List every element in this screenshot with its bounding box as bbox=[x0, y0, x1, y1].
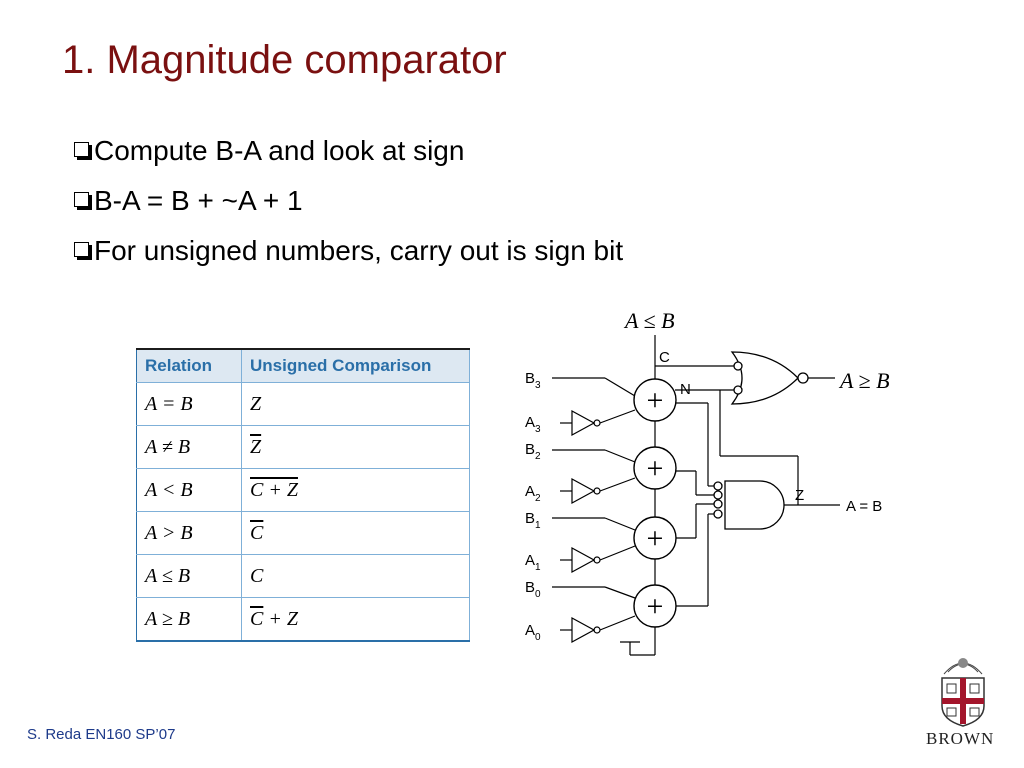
bullet-text: For unsigned numbers, carry out is sign … bbox=[94, 235, 624, 266]
comparison-cell: C + Z bbox=[241, 468, 470, 512]
checkbox-bullet-icon bbox=[74, 191, 89, 207]
adder-1 bbox=[633, 516, 677, 560]
comparison-cell: C + Z bbox=[241, 597, 470, 642]
comparison-table: Relation Unsigned Comparison A = B Z A ≠… bbox=[136, 348, 470, 642]
bullet-item: B-A = B + ~A + 1 bbox=[74, 176, 623, 226]
table-row: A = B Z bbox=[136, 382, 470, 426]
comparison-cell: C bbox=[241, 511, 470, 555]
brown-logo-text: BROWN bbox=[926, 729, 995, 748]
eq-label: A = B bbox=[846, 498, 882, 515]
relation-cell: A ≥ B bbox=[136, 597, 242, 642]
a1-label: A1 bbox=[525, 552, 541, 573]
slide-title: 1. Magnitude comparator bbox=[62, 38, 507, 82]
checkbox-bullet-icon bbox=[74, 141, 89, 157]
c-label: C bbox=[659, 349, 670, 366]
comparator-circuit: + + + + A ≤ B A ≥ B C N Z A = B B3 A3 B2… bbox=[525, 308, 890, 656]
adder-plus: + bbox=[647, 522, 664, 555]
b1-label: B1 bbox=[525, 510, 541, 531]
table-row: A > B C bbox=[136, 511, 470, 555]
adder-plus: + bbox=[647, 590, 664, 623]
b0-label: B0 bbox=[525, 579, 541, 600]
header-relation: Relation bbox=[136, 348, 242, 383]
comparison-cell: Z bbox=[241, 425, 470, 469]
footer-text: S. Reda EN160 SP’07 bbox=[27, 726, 176, 743]
le-label: A ≤ B bbox=[623, 308, 675, 333]
adder-plus: + bbox=[647, 384, 664, 417]
table-row: A < B C + Z bbox=[136, 468, 470, 512]
checkbox-bullet-icon bbox=[74, 241, 89, 257]
bullet-list: Compute B-A and look at sign B-A = B + ~… bbox=[74, 126, 623, 276]
relation-cell: A = B bbox=[136, 382, 242, 426]
comparison-cell: C bbox=[241, 554, 470, 598]
relation-cell: A ≤ B bbox=[136, 554, 242, 598]
n-label: N bbox=[680, 381, 691, 398]
relation-cell: A < B bbox=[136, 468, 242, 512]
bullet-item: Compute B-A and look at sign bbox=[74, 126, 623, 176]
adder-3 bbox=[633, 378, 677, 422]
table-row: A ≥ B C + Z bbox=[136, 597, 470, 642]
relation-cell: A > B bbox=[136, 511, 242, 555]
comparison-cell: Z bbox=[241, 382, 470, 426]
adder-2 bbox=[633, 446, 677, 490]
bullet-text: Compute B-A and look at sign bbox=[94, 135, 465, 166]
relation-cell: A ≠ B bbox=[136, 425, 242, 469]
and-gate bbox=[713, 480, 785, 530]
ge-label: A ≥ B bbox=[838, 368, 890, 393]
a3-label: A3 bbox=[525, 414, 541, 435]
a2-label: A2 bbox=[525, 483, 541, 504]
table-header-row: Relation Unsigned Comparison bbox=[136, 348, 470, 383]
bullet-item: For unsigned numbers, carry out is sign … bbox=[74, 226, 623, 276]
nor-gate bbox=[730, 351, 809, 405]
bullet-text: B-A = B + ~A + 1 bbox=[94, 185, 303, 216]
table-row: A ≠ B Z bbox=[136, 425, 470, 469]
b3-label: B3 bbox=[525, 370, 541, 391]
adder-0 bbox=[633, 584, 677, 628]
b2-label: B2 bbox=[525, 441, 541, 462]
brown-shield-logo-icon bbox=[941, 658, 985, 727]
header-unsigned-comparison: Unsigned Comparison bbox=[241, 348, 470, 383]
a0-label: A0 bbox=[525, 622, 541, 643]
z-label: Z bbox=[795, 487, 804, 504]
adder-plus: + bbox=[647, 452, 664, 485]
table-row: A ≤ B C bbox=[136, 554, 470, 598]
